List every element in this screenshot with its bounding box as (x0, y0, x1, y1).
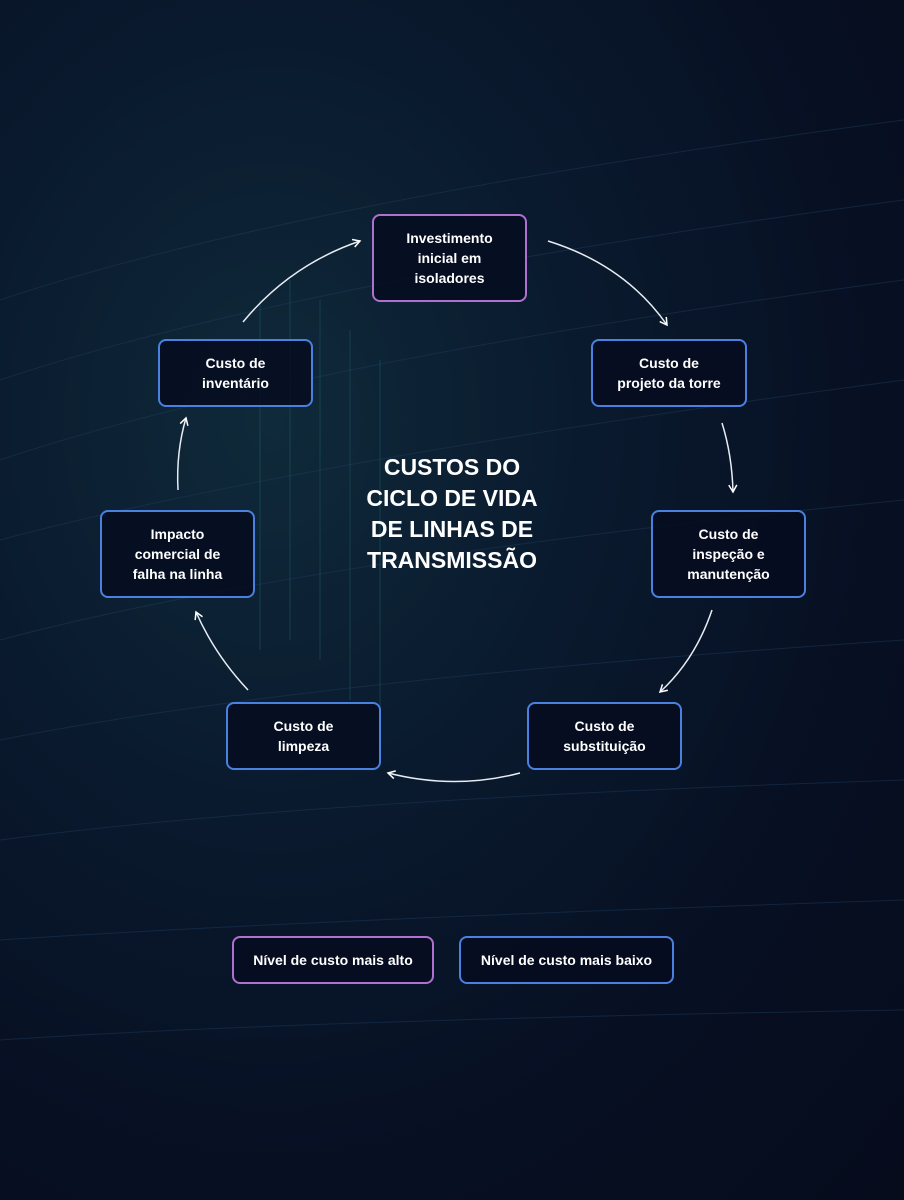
node-inspection-maintenance: Custo de inspeção e manutenção (651, 510, 806, 598)
node-replacement: Custo de substituição (527, 702, 682, 770)
arrow-1-to-2 (547, 240, 668, 327)
node-cleaning: Custo de limpeza (226, 702, 381, 770)
arrow-2-to-3 (721, 422, 738, 494)
arrow-5-to-6 (194, 610, 249, 691)
arrow-4-to-5 (386, 770, 521, 783)
arrow-7-to-1 (242, 238, 362, 323)
legend-highest-cost: Nível de custo mais alto (232, 936, 434, 984)
node-initial-investment: Investimento inicial em isoladores (372, 214, 527, 302)
arrow-6-to-7 (176, 416, 189, 491)
node-tower-design: Custo de projeto da torre (591, 339, 747, 407)
node-failure-impact: Impacto comercial de falha na linha (100, 510, 255, 598)
diagram-title: CUSTOS DO CICLO DE VIDA DE LINHAS DE TRA… (366, 454, 538, 573)
legend-lowest-cost: Nível de custo mais baixo (459, 936, 674, 984)
arrow-3-to-4 (658, 609, 713, 694)
node-inventory: Custo de inventário (158, 339, 313, 407)
